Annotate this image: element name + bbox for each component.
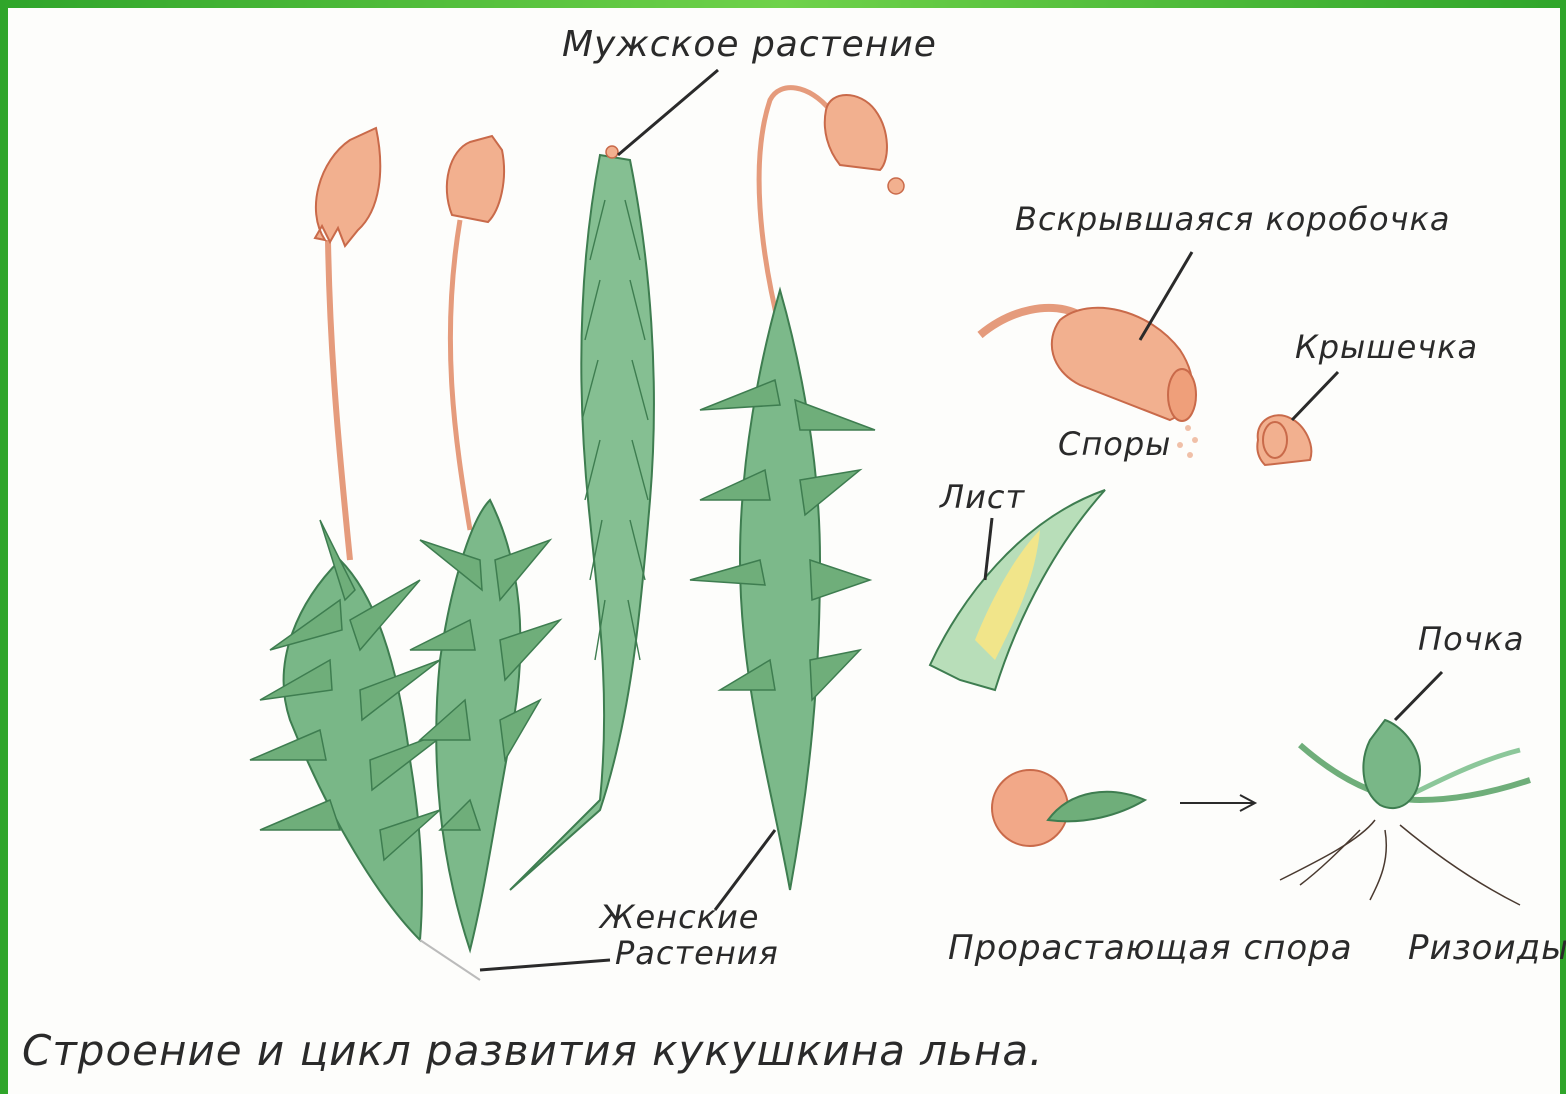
- female-plant-2: [410, 136, 560, 950]
- germinating-spore: [992, 770, 1145, 846]
- capsule-1: [315, 128, 380, 246]
- capsule-4: [825, 95, 887, 170]
- label-male-plant: Мужское растение: [562, 24, 937, 65]
- male-plant: [510, 146, 654, 890]
- label-female-plants-1: Женские: [600, 898, 759, 936]
- label-lid: Крышечка: [1295, 328, 1478, 366]
- female-plant-4: [690, 88, 904, 890]
- leaf-detail: [930, 490, 1105, 690]
- label-leaf: Лист: [940, 478, 1025, 516]
- label-spores: Споры: [1058, 425, 1171, 463]
- label-opened-capsule: Вскрывшаяся коробочка: [1015, 200, 1450, 238]
- label-germinating-spore: Прорастающая спора: [948, 928, 1353, 968]
- protonema: [1280, 720, 1530, 905]
- diagram-title: Строение и цикл развития кукушкина льна.: [22, 1026, 1043, 1075]
- capsule-2: [447, 136, 504, 222]
- lid: [1257, 415, 1311, 465]
- label-bud: Почка: [1418, 620, 1524, 658]
- label-female-plants-2: Растения: [615, 934, 779, 972]
- label-rhizoids: Ризоиды: [1408, 928, 1566, 968]
